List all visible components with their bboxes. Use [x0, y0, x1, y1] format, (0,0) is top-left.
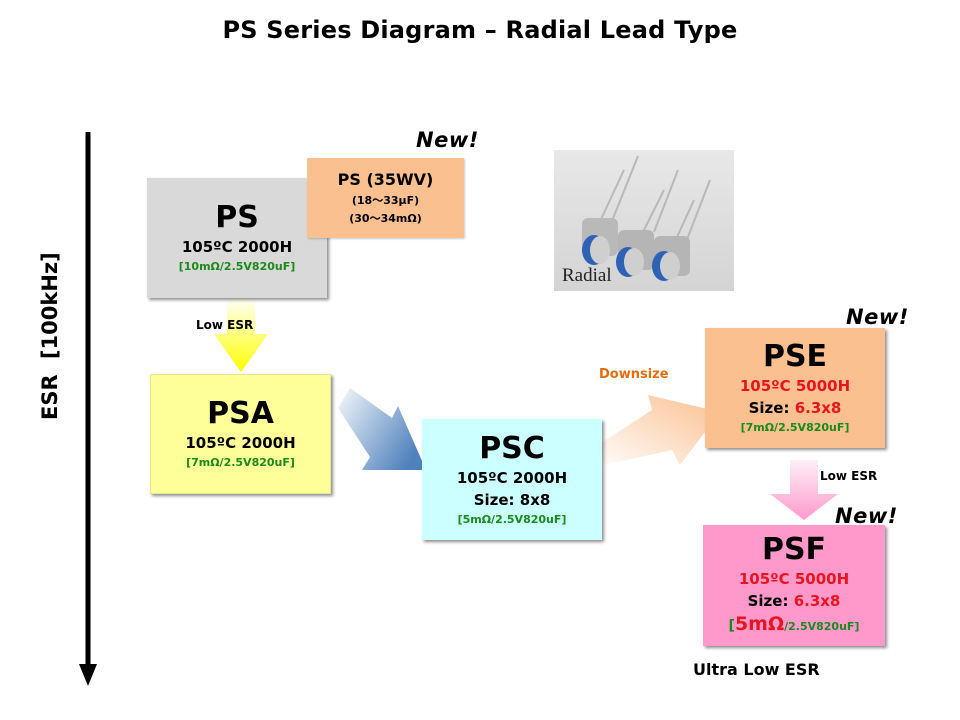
box-psf-temp-life: 105ºC 5000H: [738, 570, 850, 588]
arrow-pse-to-psf: [770, 460, 838, 520]
box-ps35-name: PS (35WV): [337, 170, 434, 189]
box-psf-spec-rest: /2.5V820uF]: [784, 620, 860, 633]
box-ps-spec: [10mΩ/2.5V820uF]: [178, 260, 296, 273]
box-psf-spec: [5mΩ/2.5V820uF]: [729, 612, 860, 639]
box-psa-temp-life: 105ºC 2000H: [185, 434, 296, 452]
box-psc-size: Size: 8x8: [473, 490, 551, 509]
new-badge-ps35: New!: [416, 128, 479, 152]
box-psf: PSF 105ºC 5000H Size: 6.3x8 [5mΩ/2.5V820…: [703, 525, 885, 646]
box-psa-name: PSA: [207, 396, 274, 431]
box-pse-temp-life: 105ºC 5000H: [739, 377, 851, 395]
box-psc-temp-life: 105ºC 2000H: [456, 468, 568, 487]
box-psf-size-label: Size:: [747, 592, 794, 610]
arrow-ps-to-psa: [214, 300, 268, 372]
box-pse-size: Size: 6.3x8: [749, 397, 842, 419]
photo-caption: Radial: [562, 265, 612, 286]
new-badge-pse: New!: [846, 305, 909, 329]
box-psa-spec: [7mΩ/2.5V820uF]: [186, 456, 295, 469]
box-ps35-capacitance: (18〜33µF): [351, 194, 420, 207]
box-pse-name: PSE: [762, 339, 828, 374]
arrow-down-icon: [79, 664, 97, 686]
label-downsize: Downsize: [599, 367, 669, 382]
box-psf-name: PSF: [761, 532, 827, 567]
box-pse-size-value: 6.3x8: [794, 399, 842, 417]
box-pse-spec: [7mΩ/2.5V820uF]: [740, 421, 850, 434]
box-psc-spec: [5mΩ/2.5V820uF]: [457, 512, 567, 526]
box-psa: PSA 105ºC 2000H [7mΩ/2.5V820uF]: [150, 374, 331, 494]
box-ps: PS 105ºC 2000H [10mΩ/2.5V820uF]: [147, 178, 327, 298]
box-psc: PSC 105ºC 2000H Size: 8x8 [5mΩ/2.5V820uF…: [422, 419, 602, 540]
box-ps-35wv: PS (35WV) (18〜33µF) (30〜34mΩ): [307, 158, 464, 238]
label-low-esr-2: Low ESR: [820, 469, 878, 483]
page-title: PS Series Diagram – Radial Lead Type: [222, 16, 738, 44]
box-psf-spec-open: [: [728, 618, 735, 634]
box-ps-name: PS: [215, 200, 259, 235]
box-psf-spec-esr: 5mΩ: [734, 613, 785, 635]
box-psc-name: PSC: [479, 430, 545, 466]
box-psf-size-value: 6.3x8: [793, 592, 841, 610]
arrow-psa-to-psc: [338, 388, 426, 470]
new-badge-psf: New!: [835, 504, 898, 528]
label-low-esr-1: Low ESR: [196, 318, 254, 332]
esr-axis-arrow: [79, 132, 97, 686]
capacitor-photo-icon: [582, 155, 711, 281]
box-ps35-esr: (30〜34mΩ): [349, 212, 422, 225]
box-pse-size-label: Size:: [748, 399, 795, 417]
radial-capacitor-photo: Radial: [554, 150, 734, 291]
label-ultra-low-esr: Ultra Low ESR: [693, 660, 820, 679]
box-psf-size: Size: 6.3x8: [748, 590, 841, 612]
box-pse: PSE 105ºC 5000H Size: 6.3x8 [7mΩ/2.5V820…: [705, 328, 885, 448]
arrow-psc-to-pse: [598, 395, 720, 465]
box-ps-temp-life: 105ºC 2000H: [181, 238, 293, 256]
